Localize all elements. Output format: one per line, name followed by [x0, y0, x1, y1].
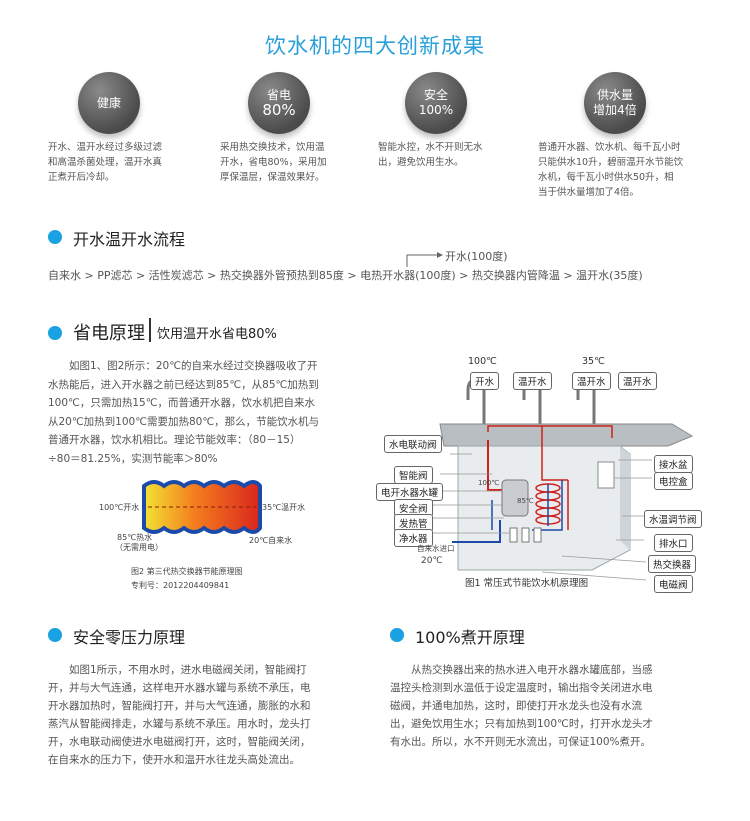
badge-sublabel: 80% [262, 101, 296, 119]
fig1-inlet-label: 自来水进口 [417, 544, 455, 553]
fig1-inner-85: 85℃ [517, 497, 534, 505]
badge-label: 省电 [266, 88, 291, 102]
fig2-label-20: 20℃自来水 [249, 536, 293, 545]
fig1-temp-100: 100℃ [468, 356, 497, 367]
fig1-temp-35: 35℃ [582, 356, 605, 367]
water-flow-chain: 自来水 > PP滤芯 > 活性炭滤芯 > 热交换器外管预热到85度 > 电热开水… [48, 269, 643, 282]
water-supply-badge-icon: 供水量 增加4倍 [584, 72, 646, 134]
water-dispenser-diagram [426, 380, 694, 581]
label-purifier: 净水器 [394, 529, 433, 547]
energy-paragraph: 如图1、图2所示：20℃的自来水经过交换器吸收了开 水热能后，进入开水器之前已经… [48, 360, 320, 465]
flow-section-title: 开水温开水流程 [73, 230, 186, 249]
fig2-patent-number: 专利号：2012204409841 [131, 581, 230, 590]
badge-sublabel: 100% [418, 103, 454, 117]
label-linked-valve: 水电联动阀 [384, 435, 442, 453]
safety-description: 智能水控，水不开则无水 出，避免饮用生水。 [378, 142, 483, 168]
section-bullet-icon [48, 230, 62, 244]
section-bullet-icon [390, 628, 404, 642]
fig2-caption: 图2 第三代热交换器节能原理图 [131, 567, 243, 576]
health-badge-icon: 健康 [78, 72, 140, 134]
fig2-label-35: 35℃温开水 [262, 503, 306, 512]
branch-arrow-icon [406, 252, 443, 267]
energy-section-title: 省电原理 [73, 323, 145, 344]
health-description: 开水、温开水经过多级过滤 和高温杀菌处理，温开水真 正煮开后冷却。 [48, 142, 163, 183]
boil-section-title: 100%煮开原理 [415, 628, 525, 647]
tap-label-warm: 温开水 [572, 372, 611, 390]
label-temp-valve: 水温调节阀 [644, 510, 702, 528]
fig1-inner-100: 100℃ [478, 479, 500, 487]
label-drip-tray: 接水盆 [654, 455, 693, 473]
label-control-box: 电控盒 [654, 472, 693, 490]
page-title: 饮水机的四大创新成果 [265, 34, 485, 58]
title-divider [149, 318, 151, 342]
energy-section-subtitle: 饮用温开水省电80% [157, 327, 277, 342]
label-smart-valve: 智能阀 [394, 466, 433, 484]
badge-label: 健康 [96, 95, 121, 110]
tap-label-warm: 温开水 [513, 372, 552, 390]
fig1-caption: 图1 常压式节能饮水机原理图 [465, 578, 589, 589]
power-saving-description: 采用热交换技术，饮用温 开水，省电80%，采用加 厚保温层，保温效果好。 [220, 142, 327, 183]
fig2-label-85-note: （无需用电） [115, 543, 163, 552]
section-bullet-icon [48, 628, 62, 642]
safety-badge-icon: 安全 100% [405, 72, 467, 134]
label-heat-exchanger: 热交换器 [648, 555, 697, 573]
boiled-water-branch: 开水(100度) [445, 250, 508, 263]
label-drain: 排水口 [654, 534, 693, 552]
power-saving-badge-icon: 省电 80% [248, 72, 310, 134]
badge-label: 安全 [423, 88, 448, 102]
heat-exchanger-tube-icon [142, 480, 262, 534]
safety-paragraph: 如图1所示，不用水时，进水电磁阀关闭，智能阀打 开，并与大气连通，这样电开水器水… [48, 664, 311, 766]
tap-label-warm: 温开水 [618, 372, 657, 390]
fig2-label-85: 85℃热水 [117, 533, 153, 542]
badge-sublabel: 增加4倍 [593, 103, 637, 117]
label-solenoid-valve: 电磁阀 [654, 575, 693, 593]
tap-label-boiled: 开水 [470, 372, 500, 390]
badge-label: 供水量 [596, 88, 633, 102]
section-bullet-icon [48, 326, 62, 340]
water-supply-description: 普通开水器、饮水机、每千瓦小时 只能供水10升，碧丽温开水节能饮 水机，每千瓦小… [538, 142, 684, 198]
boil-paragraph: 从热交换器出来的热水进入电开水器水罐底部，当感 温控头检测到水温低于设定温度时，… [390, 664, 653, 748]
fig1-inlet-temp: 20℃ [421, 556, 443, 566]
safety-section-title: 安全零压力原理 [73, 628, 186, 647]
fig2-label-100: 100℃开水 [99, 503, 140, 512]
